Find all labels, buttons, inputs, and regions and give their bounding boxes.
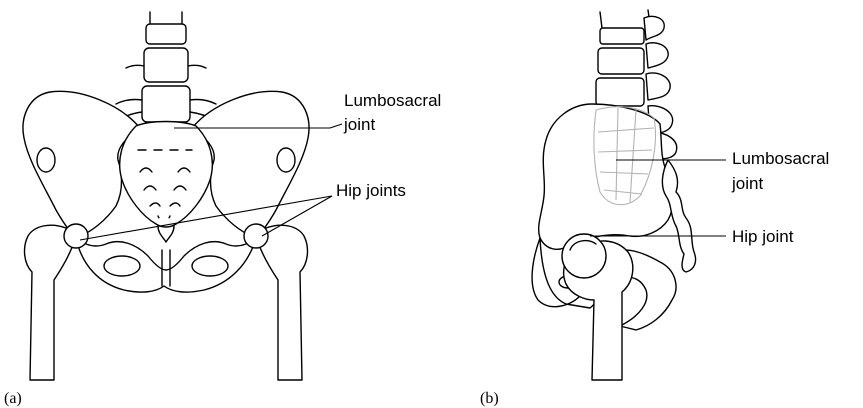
femur-b [562, 234, 633, 380]
panel-b-lateral-pelvis: Lumbosacral joint Hip joint (b) [480, 10, 829, 407]
panel-tag-a: (a) [4, 390, 22, 407]
label-lumbosacral-a-line2: joint [343, 115, 375, 134]
lumbar-spine-a [116, 12, 216, 122]
pubic-ring-a [76, 238, 256, 292]
femur-right-a [244, 224, 307, 380]
panel-tag-b: (b) [480, 390, 499, 407]
label-hip-joint-b: Hip joint [732, 227, 794, 246]
label-lumbosacral-b-line1: Lumbosacral [732, 149, 829, 168]
label-hip-joints-a: Hip joints [336, 181, 406, 200]
ilium-b [539, 104, 673, 249]
label-lumbosacral-a-line1: Lumbosacral [344, 91, 441, 110]
sacrum-a [120, 122, 213, 228]
panel-a-anterior-pelvis: Lumbosacral joint Hip joints (a) [4, 12, 441, 407]
label-lumbosacral-b-line2: joint [731, 174, 763, 193]
femur-left-a [25, 224, 88, 380]
